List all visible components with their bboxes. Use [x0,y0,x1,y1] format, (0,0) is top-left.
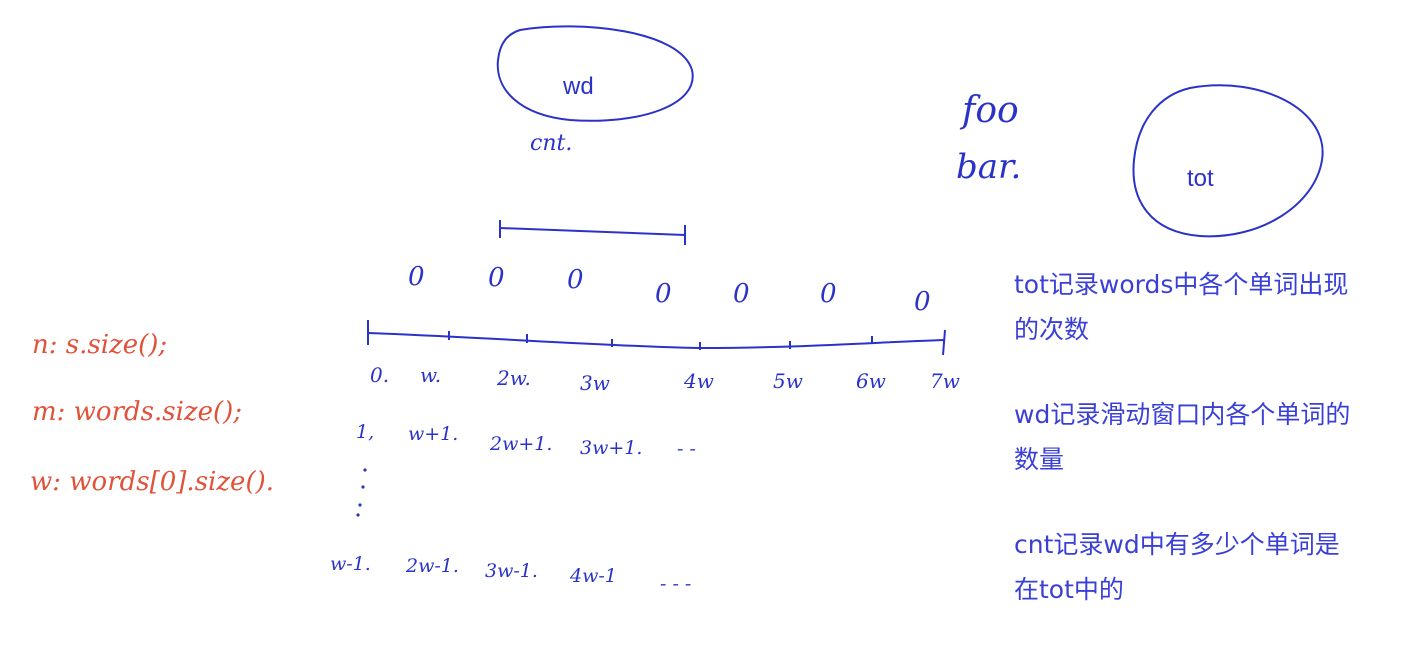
foo-label: foo [959,90,1019,131]
wd-map-circle: wd [496,25,694,122]
tot-label: tot [1187,165,1214,192]
axis-tick-label: 4w [683,369,714,393]
window-mark: 0 [733,279,750,309]
definition-m: m: words.size(); [32,397,242,427]
window-mark: 0 [914,287,931,317]
definition-w: w: words[0].size(). [30,467,274,497]
offset-label: - - [677,438,696,460]
axis-tick-label: 6w [856,369,886,393]
axis-tick-label: 7w [930,369,960,393]
window-mark: 0 [567,265,584,295]
note-cnt: cnt记录wd中有多少个单词是在tot中的 [1014,530,1340,604]
cnt-label: cnt. [530,131,572,156]
offset-row-1: 1, w+1. 2w+1. 3w+1. - - [356,421,696,460]
window-bracket [499,220,686,245]
offset-label: 4w-1 [569,565,617,587]
window-mark: 0 [408,262,425,292]
offset-label: 3w-1. [485,560,538,582]
explanation-notes: tot记录words中各个单词出现的次数 wd记录滑动窗口内各个单词的数量 cn… [1014,262,1359,652]
vertical-ellipsis [356,468,367,517]
offset-label: 3w+1. [580,437,642,459]
offset-label: w-1. [330,553,371,575]
variable-definitions: n: s.size(); m: words.size(); w: words[0… [30,330,274,497]
note-wd: wd记录滑动窗口内各个单词的数量 [1014,400,1351,474]
axis-tick-labels: 0. w. 2w. 3w 4w 5w 6w 7w [370,363,960,395]
offset-row-2: w-1. 2w-1. 3w-1. 4w-1 - - - [330,553,691,595]
tot-circle-outline [1132,84,1324,238]
tot-map-circle: tot [1132,84,1324,238]
definition-n: n: s.size(); [32,330,167,360]
offset-label: 2w-1. [405,555,459,577]
axis-tick-label: 5w [773,369,803,393]
window-mark: 0 [655,279,672,309]
axis-tick-label: 3w [580,371,610,395]
axis-tick-label: w. [420,363,441,387]
window-marks: 0 0 0 0 0 0 0 [408,262,931,317]
offset-label: - - - [660,573,691,595]
note-tot: tot记录words中各个单词出现的次数 [1014,270,1349,344]
offset-label: 2w+1. [489,433,552,455]
string-axis [367,320,946,356]
wd-label: wd [562,73,594,100]
offset-label: 1, [356,421,374,443]
wd-circle-outline [496,25,694,122]
bar-label: bar. [956,147,1021,187]
axis-tick-label: 0. [370,363,389,387]
window-mark: 0 [820,279,837,309]
window-mark: 0 [488,263,505,293]
axis-tick-label: 2w. [496,366,531,390]
offset-label: w+1. [408,423,458,445]
